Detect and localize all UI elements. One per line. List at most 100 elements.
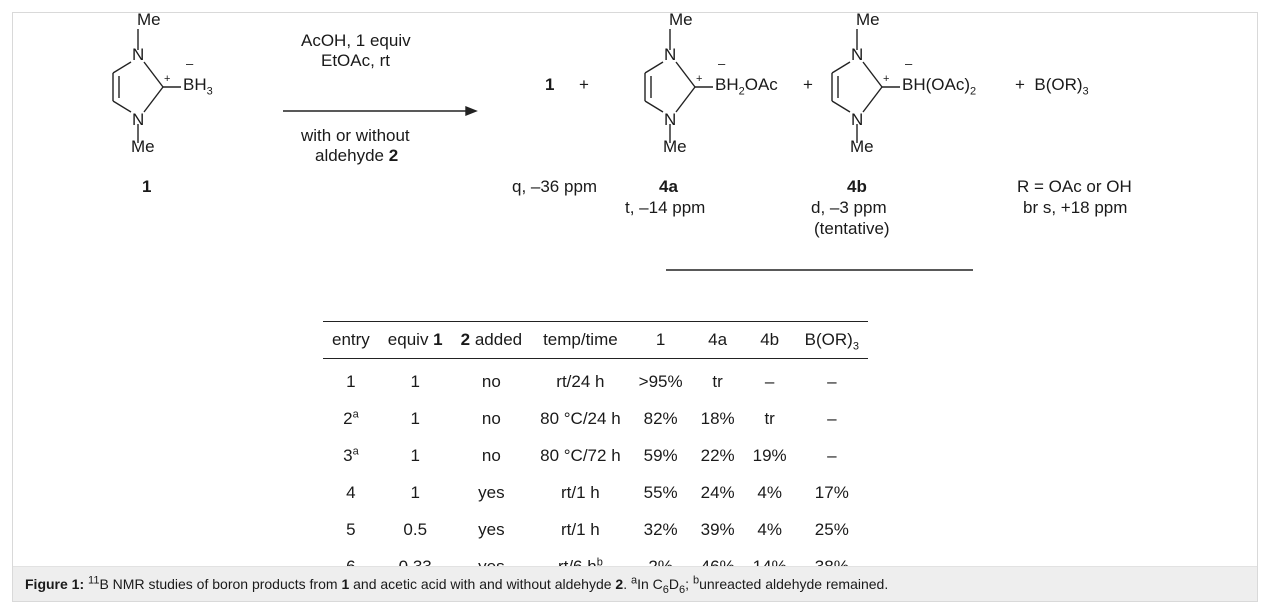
- table-row: 4 1 yes rt/1 h 55% 24% 4% 17%: [323, 474, 868, 511]
- cell-temp-time: 80 °C/72 h: [540, 445, 621, 465]
- tentative-label: (tentative): [814, 219, 890, 238]
- n-bottom-4b: N: [851, 110, 864, 129]
- cell-entry: 3a: [343, 444, 359, 465]
- minus-charge-4b: –: [905, 56, 913, 71]
- cell-compound-4a: 39%: [700, 519, 735, 539]
- n-top-1: N: [132, 45, 145, 64]
- header-compound-1: 1: [629, 321, 692, 359]
- condition-line-2: aldehyde 2: [315, 146, 399, 165]
- shift-label-4b: d, –3 ppm: [811, 198, 887, 217]
- cell-compound-4b: 4%: [757, 519, 782, 539]
- cell-boron-ester: 25%: [814, 519, 849, 539]
- reaction-arrow: [283, 105, 478, 117]
- plus-charge-4b: +: [883, 73, 890, 85]
- cell-temp-time: 80 °C/24 h: [540, 408, 621, 428]
- me-bottom-4b: Me: [850, 137, 874, 156]
- me-top-4a: Me: [669, 10, 693, 29]
- cell-temp-time: rt/1 h: [561, 482, 600, 502]
- cell-temp-time: rt/24 h: [556, 371, 605, 391]
- product-1: 1: [545, 75, 555, 94]
- figure-frame: Me N N Me + – BH3 1 AcOH, 1 equiv EtOAc,…: [12, 10, 1258, 602]
- reaction-scheme-drawing: [112, 29, 973, 271]
- boron-ester-group: + B(OR)3: [1015, 75, 1089, 98]
- header-compound-4b: 4b: [743, 321, 796, 359]
- cell-compound-1: >95%: [638, 371, 683, 391]
- bhoac2-group: BH(OAc)2: [902, 75, 977, 98]
- me-top-4b: Me: [856, 10, 880, 29]
- cell-compound-1: 59%: [643, 445, 678, 465]
- imidazolylidene-ring-1: [112, 29, 181, 143]
- reagent-line-2: EtOAc, rt: [321, 51, 390, 70]
- table-row: 2a 1 no 80 °C/24 h 82% 18% tr –: [323, 400, 868, 437]
- cell-entry: 2a: [343, 407, 359, 428]
- cell-entry: 5: [346, 519, 356, 539]
- plus-sign-2: +: [803, 75, 813, 94]
- header-boron-ester: B(OR)3: [795, 321, 868, 359]
- cell-compound-1: 55%: [643, 482, 678, 502]
- cell-compound-4b: tr: [764, 408, 775, 428]
- cell-equiv: 1: [410, 371, 420, 391]
- compound-label-4b: 4b: [847, 177, 867, 196]
- shift-label-1: q, –36 ppm: [512, 177, 598, 196]
- cell-added: yes: [478, 482, 505, 502]
- bh2oac-group: BH2OAc: [715, 75, 778, 98]
- cell-added: no: [481, 445, 501, 465]
- cell-compound-4a: 22%: [700, 445, 735, 465]
- condition-line-1: with or without: [301, 126, 410, 145]
- cell-added: no: [481, 408, 501, 428]
- cell-added: no: [481, 371, 501, 391]
- figure-caption: Figure 1: 11B NMR studies of boron produ…: [25, 574, 889, 596]
- caption-bar: Figure 1: 11B NMR studies of boron produ…: [13, 566, 1257, 601]
- compound-label-4a: 4a: [659, 177, 678, 196]
- plus-charge-1: +: [164, 73, 171, 85]
- cell-temp-time: rt/1 h: [561, 519, 600, 539]
- header-compound-4a: 4a: [691, 321, 744, 359]
- cell-compound-1: 82%: [643, 408, 678, 428]
- shift-label-4a: t, –14 ppm: [625, 198, 706, 217]
- plus-sign-1: +: [579, 75, 589, 94]
- table-row: 3a 1 no 80 °C/72 h 59% 22% 19% –: [323, 437, 868, 474]
- plus-charge-4a: +: [696, 73, 703, 85]
- table-header-row: entry equiv 1 2 added temp/time 1 4a 4b …: [323, 321, 868, 359]
- header-equiv: equiv 1: [378, 321, 452, 359]
- cell-compound-4b: –: [764, 371, 775, 391]
- compound-label-1: 1: [142, 177, 152, 196]
- n-top-4a: N: [664, 45, 677, 64]
- reagent-line-1: AcOH, 1 equiv: [301, 31, 411, 50]
- cell-equiv: 1: [410, 482, 420, 502]
- cell-boron-ester: –: [827, 445, 837, 465]
- cell-compound-4b: 19%: [752, 445, 787, 465]
- cell-added: yes: [478, 519, 505, 539]
- cell-compound-4a: 18%: [700, 408, 735, 428]
- table-row: 5 0.5 yes rt/1 h 32% 39% 4% 25%: [323, 511, 868, 548]
- shift-label-boron-ester: br s, +18 ppm: [1023, 198, 1128, 217]
- minus-charge-4a: –: [718, 56, 726, 71]
- cell-entry: 4: [346, 482, 356, 502]
- imidazolylidene-ring-4a: [644, 29, 713, 143]
- cell-equiv: 1: [410, 408, 420, 428]
- n-top-4b: N: [851, 45, 864, 64]
- me-bottom-1: Me: [131, 137, 155, 156]
- cell-boron-ester: –: [827, 408, 837, 428]
- bh3-group: BH3: [183, 75, 213, 98]
- cell-boron-ester: –: [827, 371, 837, 391]
- me-bottom-4a: Me: [663, 137, 687, 156]
- me-top-1: Me: [137, 10, 161, 29]
- cell-compound-1: 32%: [643, 519, 678, 539]
- header-entry: entry: [323, 321, 379, 359]
- cell-compound-4a: tr: [712, 371, 723, 391]
- cell-boron-ester: 17%: [814, 482, 849, 502]
- nmr-results-table: entry equiv 1 2 added temp/time 1 4a 4b …: [323, 321, 868, 585]
- table-row: 1 1 no rt/24 h >95% tr – –: [323, 359, 868, 401]
- cell-compound-4a: 24%: [700, 482, 735, 502]
- imidazolylidene-ring-4b: [831, 29, 900, 143]
- r-definition: R = OAc or OH: [1017, 177, 1132, 196]
- header-temp-time: temp/time: [531, 321, 630, 359]
- cell-equiv: 1: [410, 445, 420, 465]
- header-added: 2 added: [451, 321, 532, 359]
- minus-charge-1: –: [186, 56, 194, 71]
- n-bottom-1: N: [132, 110, 145, 129]
- cell-equiv: 0.5: [403, 519, 428, 539]
- cell-compound-4b: 4%: [757, 482, 782, 502]
- cell-entry: 1: [346, 371, 356, 391]
